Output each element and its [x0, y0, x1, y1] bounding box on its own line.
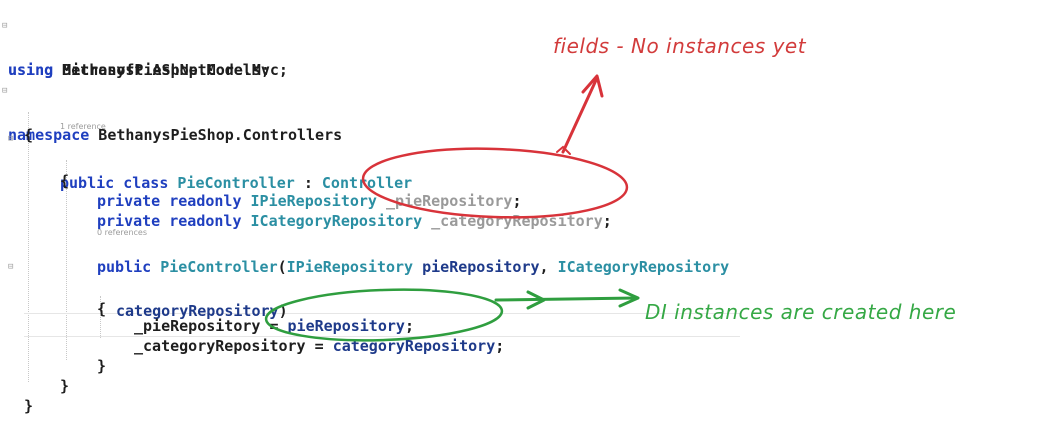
code-line-assign-category[interactable]: _categoryRepository = categoryRepository…: [0, 313, 504, 355]
indent-guide: [28, 112, 29, 382]
open-brace: {: [97, 300, 107, 318]
open-brace: {: [24, 126, 34, 144]
code-line-field-pie[interactable]: private readonly IPieRepository _pieRepo…: [0, 168, 521, 210]
green-arrow-annotation: [494, 296, 638, 302]
red-arrow-tail: [556, 145, 571, 155]
field-name: _pieRepository: [386, 192, 513, 210]
keyword-using: using: [8, 61, 54, 79]
param-type: ICategoryRepository: [557, 258, 730, 276]
field-name: _categoryRepository: [431, 212, 603, 230]
assign-op: =: [305, 337, 333, 355]
semicolon: ;: [404, 317, 414, 335]
code-line-brace[interactable]: }: [0, 353, 69, 395]
param-name: pieRepository: [422, 258, 540, 276]
green-arrowhead-icon: [526, 290, 546, 310]
red-arrow-annotation: [561, 76, 599, 154]
namespace-name: BethanysPieShop.Controllers: [89, 126, 343, 144]
keyword-public-class: public class: [60, 174, 169, 192]
ctor-name: PieController: [160, 258, 278, 276]
code-line-using-mvc[interactable]: using Microsoft.AspNetCore.Mvc;: [0, 37, 288, 79]
codelens-references[interactable]: 1 reference: [60, 122, 106, 131]
code-line-namespace[interactable]: ⊟ namespace BethanysPieShop.Controllers: [0, 80, 342, 144]
class-name: PieController: [177, 174, 295, 192]
comma: ,: [539, 258, 549, 276]
close-brace: }: [97, 357, 107, 375]
semicolon: ;: [602, 212, 612, 230]
fold-marker-icon[interactable]: ⊟: [2, 86, 8, 96]
close-brace: }: [24, 397, 34, 415]
inherit-sep: :: [294, 174, 322, 192]
code-editor[interactable]: ⊟ using BethanysPieShop.Models; using Mi…: [0, 0, 1038, 415]
code-line-brace[interactable]: {: [0, 102, 36, 144]
namespace-text: Microsoft.AspNetCore.Mvc;: [53, 61, 288, 79]
code-line-brace[interactable]: }: [0, 333, 106, 375]
keyword-private-readonly: private readonly: [97, 212, 242, 230]
param-type: IPieRepository: [286, 258, 414, 276]
semicolon: ;: [512, 192, 522, 210]
field-ref: _categoryRepository: [134, 337, 306, 355]
field-ref: _pieRepository: [134, 317, 261, 335]
assign-op: =: [260, 317, 288, 335]
annotation-di-note: DI instances are created here: [645, 300, 957, 324]
code-line-ctor-decl[interactable]: public PieController(IPieRepository pieR…: [97, 258, 730, 276]
code-line-brace[interactable]: {: [0, 148, 69, 190]
code-line-brace[interactable]: }: [0, 373, 36, 415]
fold-marker-icon[interactable]: ⊟: [8, 134, 14, 144]
param-name: categoryRepository: [116, 302, 279, 320]
code-line-field-category[interactable]: private readonly ICategoryRepository _ca…: [0, 188, 612, 230]
code-line-brace[interactable]: {: [0, 276, 106, 318]
type-name: ICategoryRepository: [250, 212, 423, 230]
code-line-assign-pie[interactable]: _pieRepository = pieRepository;: [0, 293, 414, 335]
indent-guide: [100, 296, 101, 338]
fold-marker-icon[interactable]: ⊟: [2, 21, 8, 31]
fold-marker-icon[interactable]: ⊟: [8, 262, 14, 272]
keyword-public: public: [97, 258, 152, 276]
open-brace: {: [60, 172, 70, 190]
keyword-namespace: namespace: [8, 126, 90, 144]
semicolon: ;: [495, 337, 505, 355]
keyword-using: using: [8, 61, 54, 79]
green-arrowhead-icon: [618, 288, 640, 308]
param-ref: categoryRepository: [332, 337, 496, 355]
indent-guide: [66, 160, 67, 360]
red-arrowhead-icon: [581, 74, 604, 98]
type-name: IPieRepository: [250, 192, 377, 210]
code-line-ctor-param[interactable]: ⊟ categoryRepository): [0, 256, 288, 320]
close-brace: }: [60, 377, 70, 395]
param-ref: pieRepository: [287, 317, 405, 335]
code-line-class-decl[interactable]: ⊟ public class PieController : Controlle…: [0, 128, 412, 192]
codelens-references[interactable]: 0 references: [97, 228, 147, 237]
code-line-using-models[interactable]: ⊟ using BethanysPieShop.Models;: [0, 15, 270, 79]
keyword-private-readonly: private readonly: [97, 192, 242, 210]
annotation-fields-note: fields - No instances yet: [553, 34, 807, 58]
namespace-text: BethanysPieShop.Models;: [53, 61, 270, 79]
